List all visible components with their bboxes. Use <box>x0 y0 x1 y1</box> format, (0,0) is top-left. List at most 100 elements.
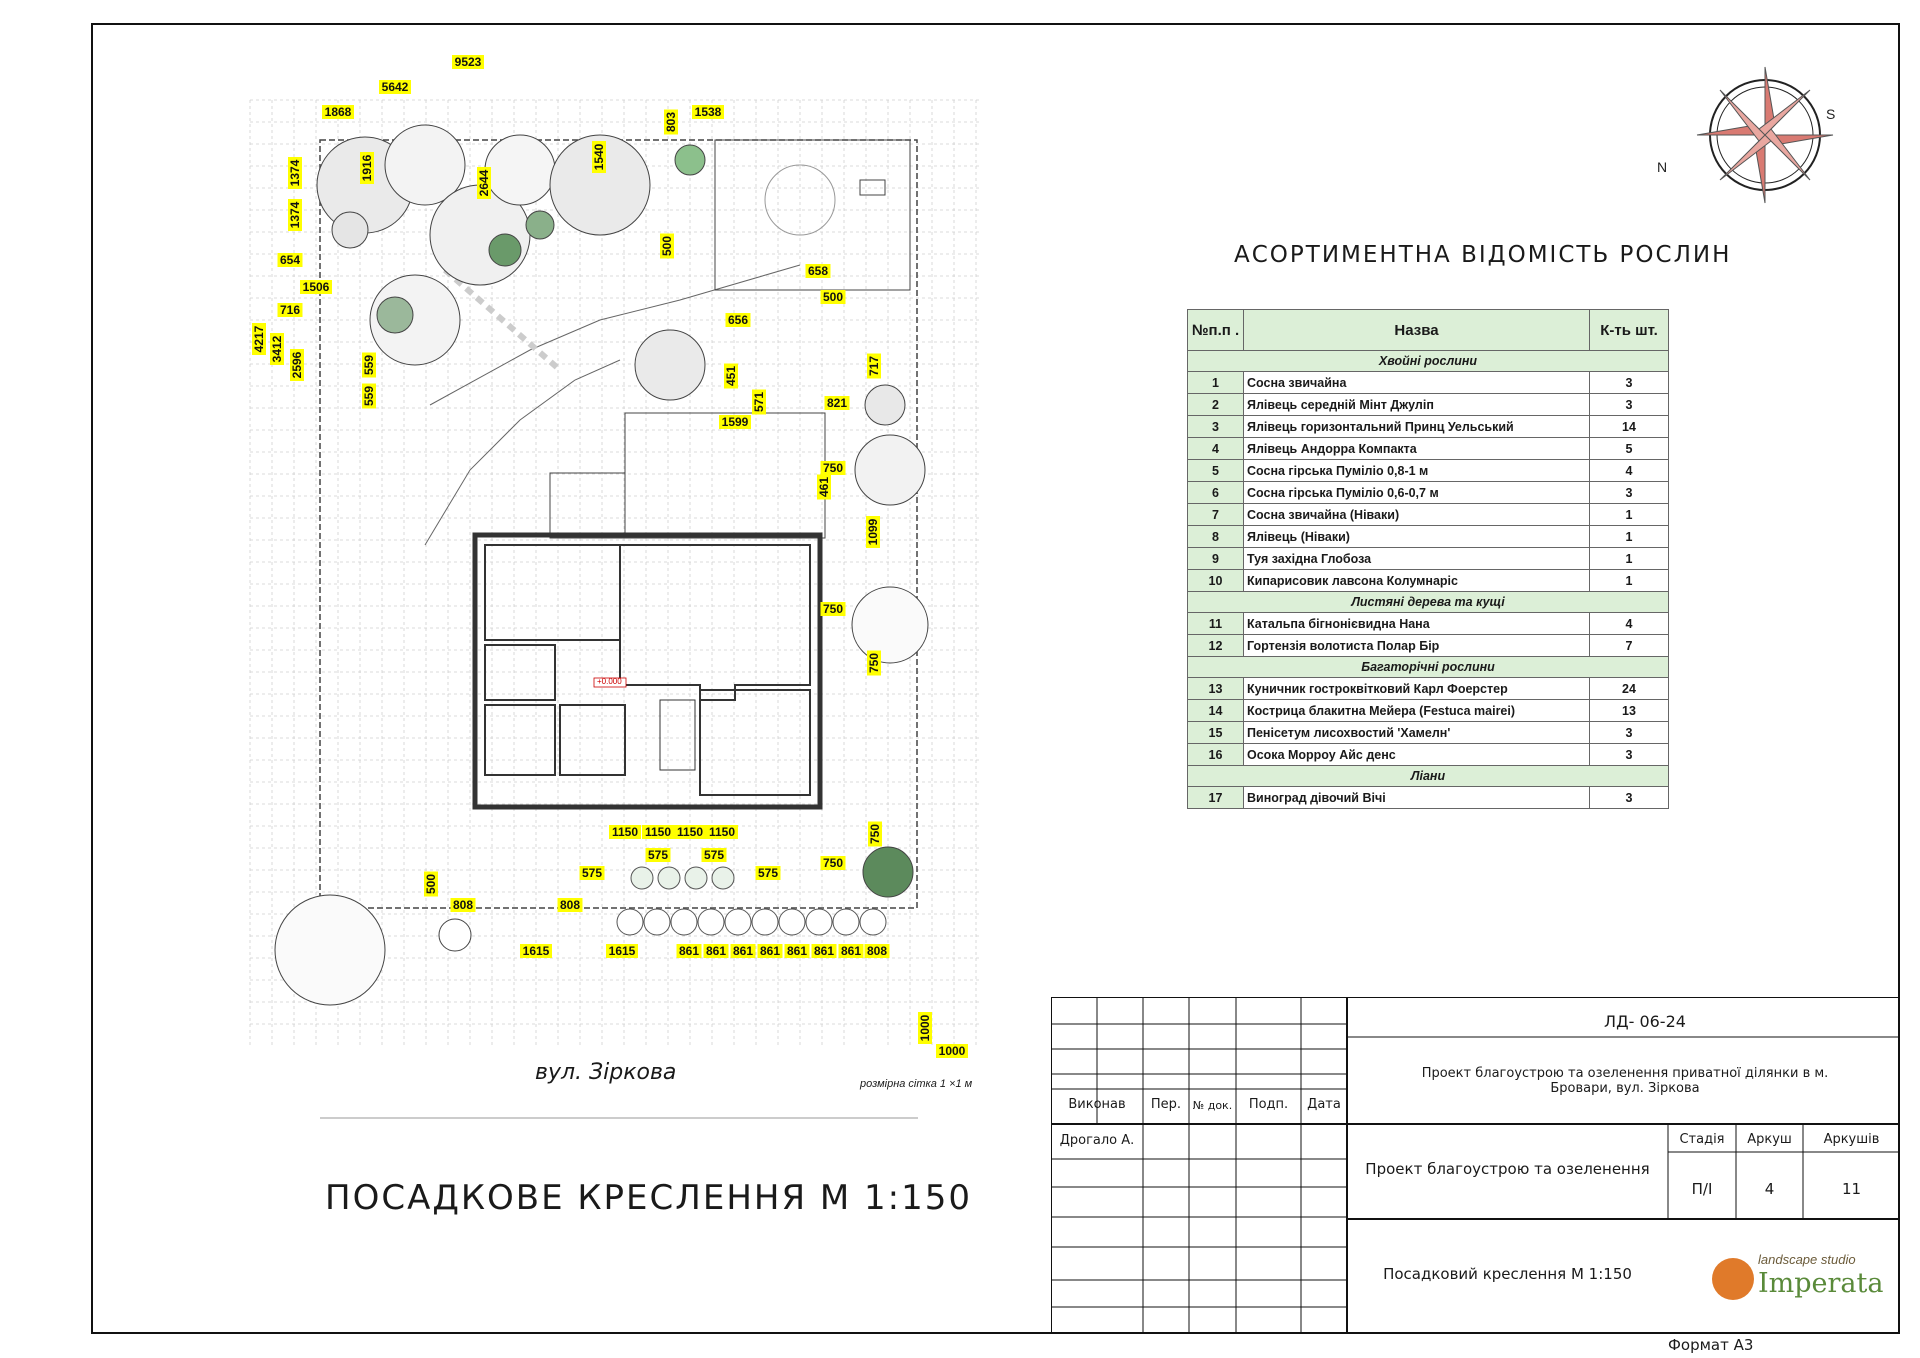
dimension-label-bg <box>936 1044 968 1058</box>
dimension-label-bg <box>450 898 476 912</box>
cell-name: Сосна гірська Пуміліо 0,6-0,7 м <box>1243 481 1590 504</box>
cell-no: 9 <box>1187 547 1244 570</box>
dimension-label: 861 <box>757 944 783 958</box>
dimension-label: 1868 <box>322 105 354 119</box>
sheets-label: Аркушів <box>1823 1132 1880 1147</box>
dimension-label-bg <box>477 167 491 199</box>
cell-qty: 3 <box>1589 743 1669 766</box>
dimension-label: 451 <box>724 363 738 389</box>
dimension-label: 500 <box>424 871 438 897</box>
grass-plant <box>657 866 681 890</box>
dimension-label-text: 1150 <box>645 825 671 839</box>
dimension-label-bg <box>360 152 374 184</box>
schedule-title: АСОРТИМЕНТНА ВІДОМІСТЬ РОСЛИН <box>1234 242 1732 268</box>
dimension-label-text: 750 <box>823 461 843 475</box>
dimension-label: 750 <box>868 821 882 847</box>
dimension-label: 9523 <box>452 55 484 69</box>
sheets-value: 11 <box>1841 1180 1862 1198</box>
header-name: Назва <box>1243 309 1590 351</box>
plot-boundary <box>319 139 918 909</box>
dimension-label-text: 808 <box>453 898 473 912</box>
dimension-label-bg <box>288 199 302 231</box>
dimension-label: 861 <box>730 944 756 958</box>
dimension-label-text: 1916 <box>360 154 374 181</box>
stage-title: Проект благоустрою та озеленення <box>1365 1160 1650 1178</box>
dimension-label-text: 500 <box>823 290 843 304</box>
grass-plant <box>684 866 708 890</box>
cell-no: 12 <box>1187 634 1244 657</box>
cell-qty: 5 <box>1589 437 1669 460</box>
plantings <box>274 124 929 1006</box>
dimension-label: 861 <box>838 944 864 958</box>
dimension-label: 1150 <box>609 825 641 839</box>
dimension-label-text: 750 <box>823 602 843 616</box>
dimension-label-text: 1538 <box>695 105 722 119</box>
dimension-label-bg <box>719 415 751 429</box>
dimension-label-bg <box>252 323 266 355</box>
dimension-label: 861 <box>811 944 837 958</box>
hedge-plant <box>832 908 860 936</box>
dimension-label-text: 3412 <box>270 335 284 362</box>
cell-qty: 4 <box>1589 612 1669 635</box>
cell-name: Ялівець середній Мінт Джуліп <box>1243 393 1590 416</box>
dimension-label: 1374 <box>288 199 302 231</box>
dimension-label-bg <box>817 474 831 500</box>
dimension-label-bg <box>660 233 674 259</box>
dimension-label-text: 861 <box>679 944 699 958</box>
hedge-plant <box>778 908 806 936</box>
cell-no: 11 <box>1187 612 1244 635</box>
dimension-label: 1506 <box>300 280 332 294</box>
dimension-label-text: 1599 <box>722 415 749 429</box>
dimension-label: 5642 <box>379 80 411 94</box>
dimension-label-text: 1615 <box>523 944 550 958</box>
dimension-label: 808 <box>450 898 476 912</box>
house <box>472 532 823 810</box>
dimension-label: 575 <box>701 848 727 862</box>
schedule-section-row: Хвойні рослини <box>1187 350 1669 372</box>
cell-name: Осока Морроу Айс денс <box>1243 743 1590 766</box>
paths <box>424 264 801 546</box>
cell-no: 15 <box>1187 721 1244 744</box>
dimension-label-bg <box>645 848 671 862</box>
cell-name: Сосна звичайна <box>1243 371 1590 394</box>
dimension-label-text: 750 <box>868 824 882 844</box>
cell-name: Пенісетум лисохвостий 'Хамелн' <box>1243 721 1590 744</box>
dimension-label-text: 461 <box>817 477 831 497</box>
title-block <box>1051 997 1900 1334</box>
cell-no: 1 <box>1187 371 1244 394</box>
dimension-label: 1099 <box>866 516 880 548</box>
header-qty: К-ть шт. <box>1589 309 1669 351</box>
col-header-sign: Подп. <box>1248 1097 1289 1112</box>
cell-no: 14 <box>1187 699 1244 722</box>
cell-no: 3 <box>1187 415 1244 438</box>
section-title: Листяні дерева та кущі <box>1187 591 1669 613</box>
dimension-label: 1615 <box>606 944 638 958</box>
dimension-label-bg <box>725 313 751 327</box>
dimension-label-bg <box>557 898 583 912</box>
hedge-plant <box>805 908 833 936</box>
cell-no: 4 <box>1187 437 1244 460</box>
col-header-date: Дата <box>1307 1097 1341 1112</box>
logo-sun-icon <box>1712 1258 1754 1300</box>
dimension-label-text: 2596 <box>290 351 304 378</box>
dimension-label: 3412 <box>270 333 284 365</box>
project-description: Проект благоустрою та озеленення приватн… <box>1421 1066 1829 1096</box>
dimension-label: 4217 <box>252 323 266 355</box>
dimension-label: 500 <box>820 290 846 304</box>
dimension-label: 1000 <box>936 1044 968 1058</box>
cell-no: 7 <box>1187 503 1244 526</box>
dimension-label-text: 1615 <box>609 944 636 958</box>
dimension-label-text: 5642 <box>382 80 409 94</box>
dimension-label-bg <box>288 157 302 189</box>
dimension-label-bg <box>866 516 880 548</box>
hedge-plant <box>724 908 752 936</box>
dimension-label: 1538 <box>692 105 724 119</box>
dimension-label-bg <box>362 383 376 409</box>
dimension-label-bg <box>824 396 850 410</box>
dimension-label-bg <box>805 264 831 278</box>
